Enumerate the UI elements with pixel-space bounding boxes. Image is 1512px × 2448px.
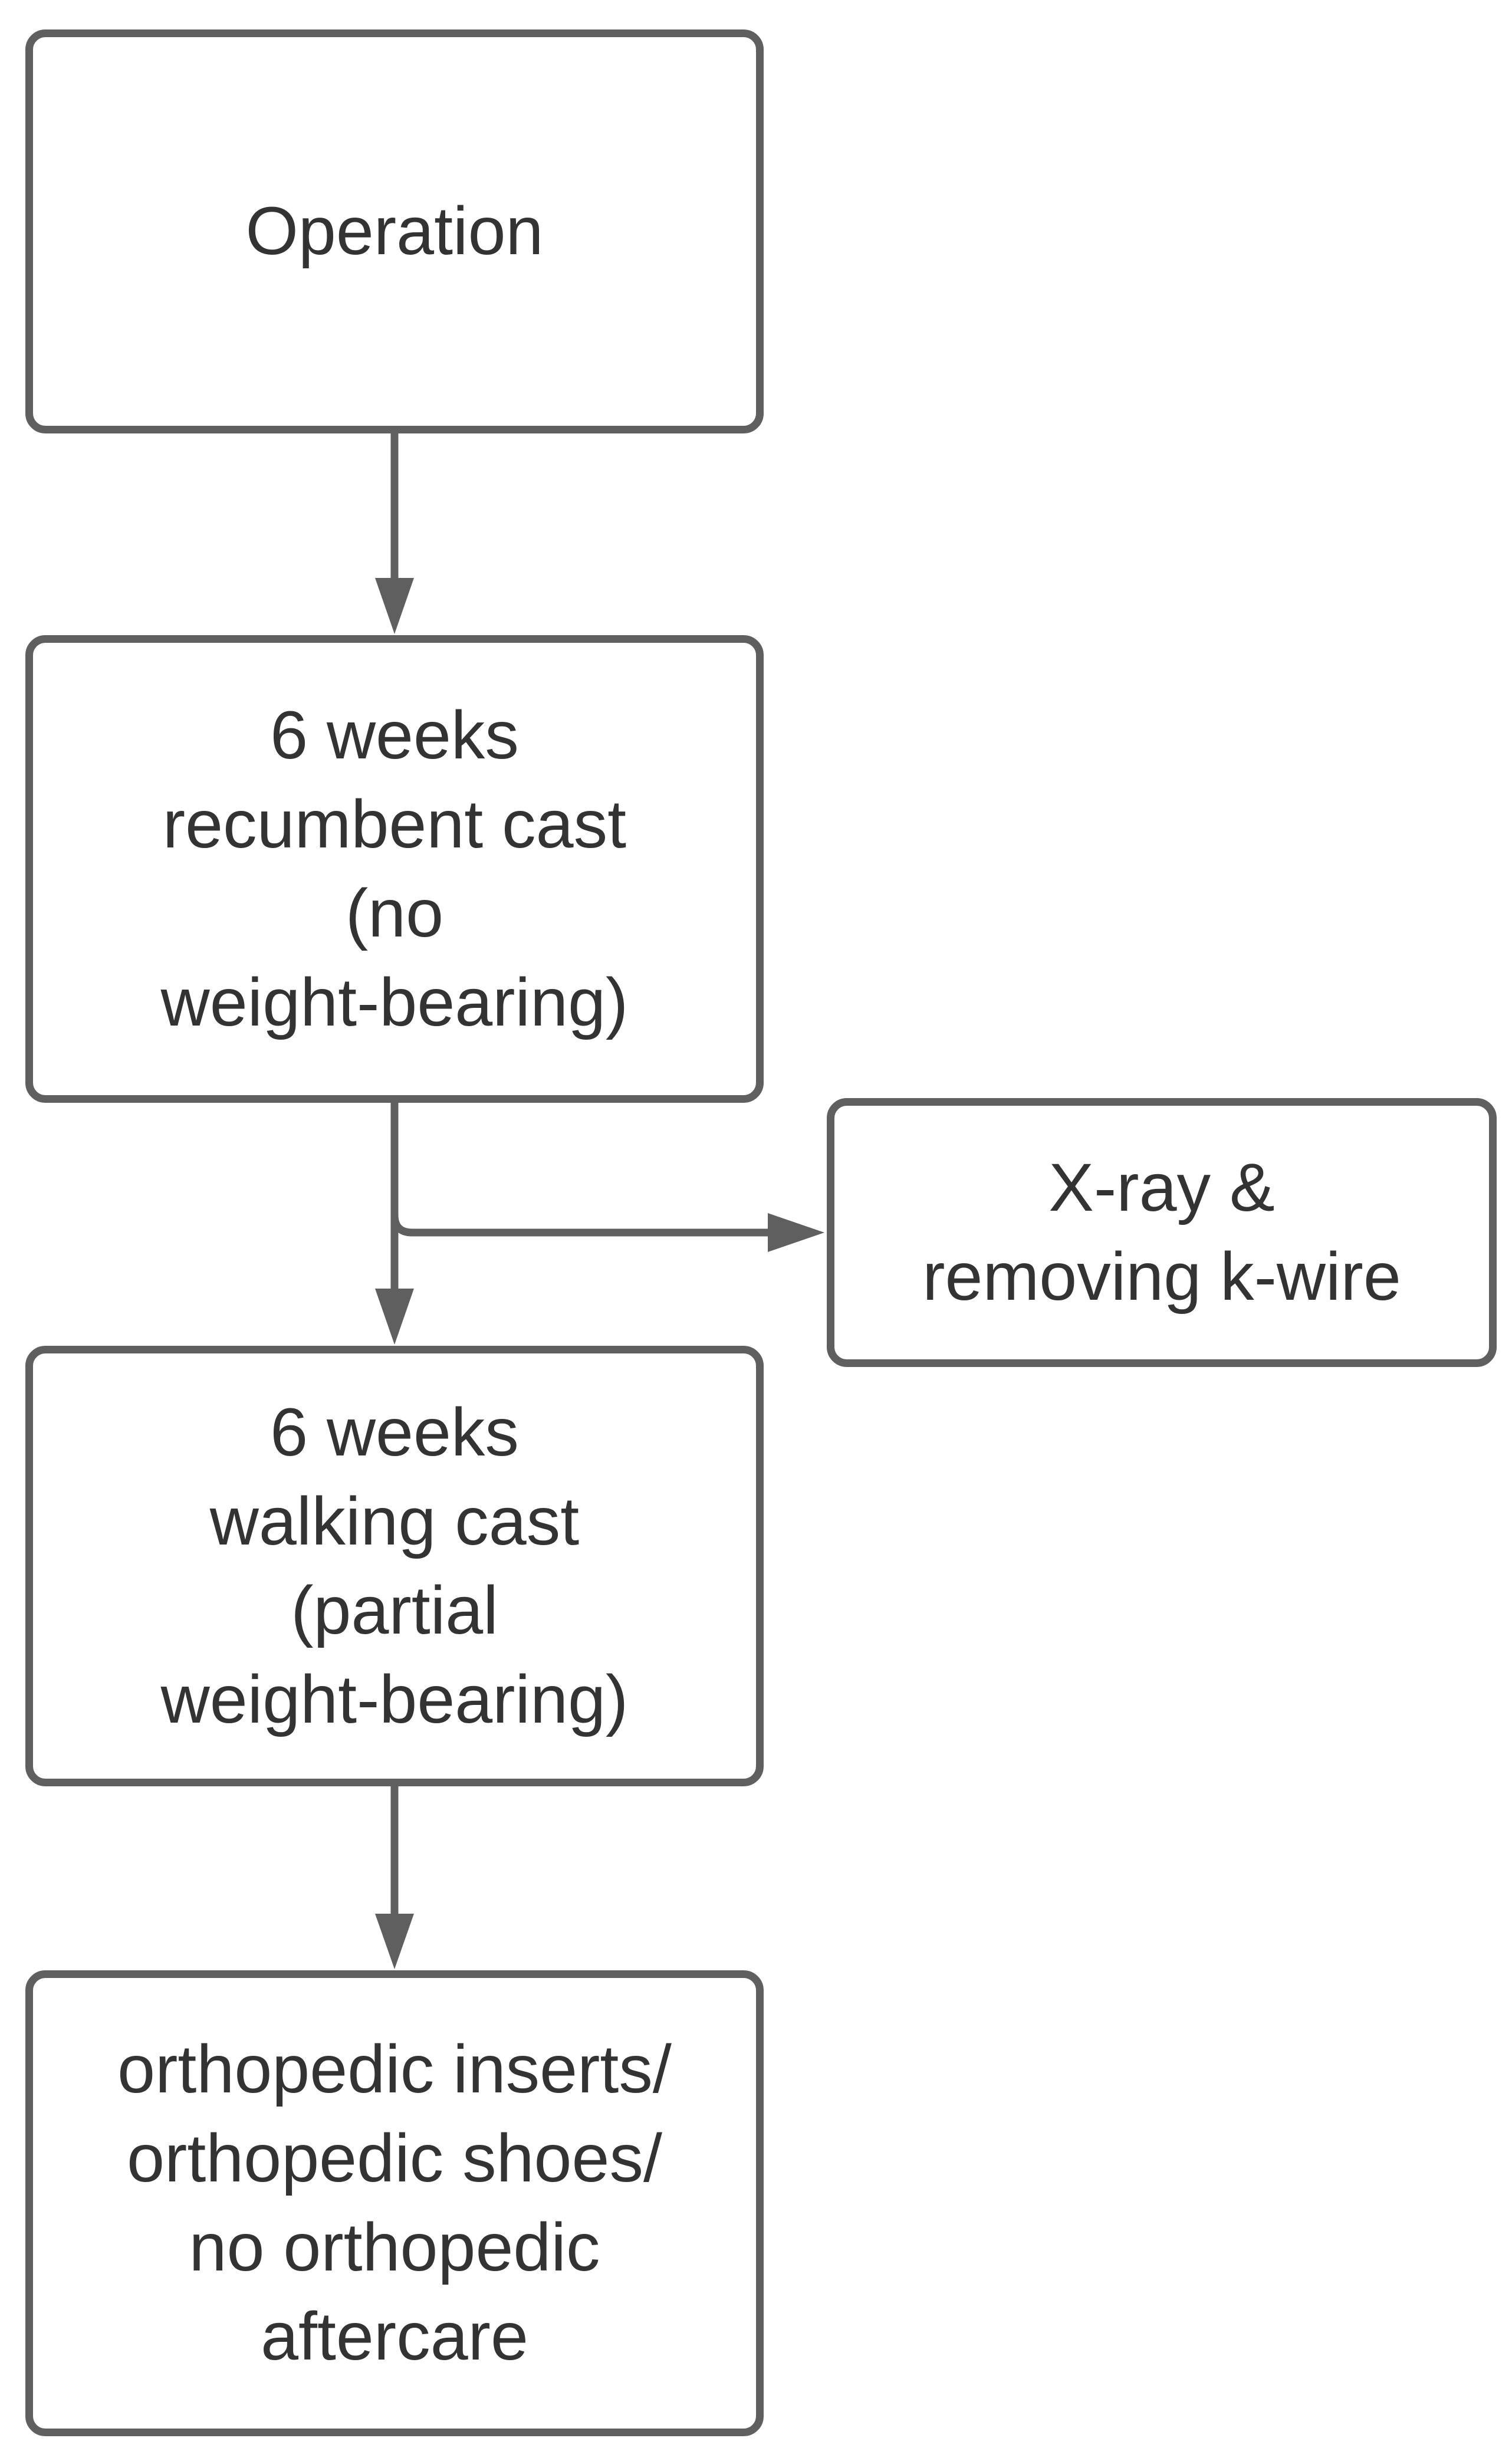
- arrowhead-xray: [768, 1213, 824, 1252]
- arrow-recumbent-to-xray: [390, 1214, 775, 1237]
- recumbent-cast-box: 6 weeks recumbent cast (no weight-bearin…: [25, 635, 764, 1103]
- arrowhead-walking: [375, 1289, 414, 1345]
- aftercare-label: orthopedic inserts/ orthopedic shoes/ no…: [117, 2032, 672, 2374]
- xray-label: X-ray & removing k-wire: [922, 1150, 1401, 1315]
- recumbent-cast-label: 6 weeks recumbent cast (no weight-bearin…: [160, 697, 629, 1040]
- walking-cast-box: 6 weeks walking cast (partial weight-bea…: [25, 1346, 764, 1786]
- arrowhead-aftercare: [375, 1914, 414, 1969]
- aftercare-box: orthopedic inserts/ orthopedic shoes/ no…: [25, 1970, 764, 2436]
- xray-box: X-ray & removing k-wire: [827, 1098, 1497, 1367]
- arrowhead-recumbent: [375, 578, 414, 634]
- operation-box: Operation: [25, 29, 764, 433]
- walking-cast-label: 6 weeks walking cast (partial weight-bea…: [160, 1394, 629, 1737]
- operation-label: Operation: [245, 193, 544, 269]
